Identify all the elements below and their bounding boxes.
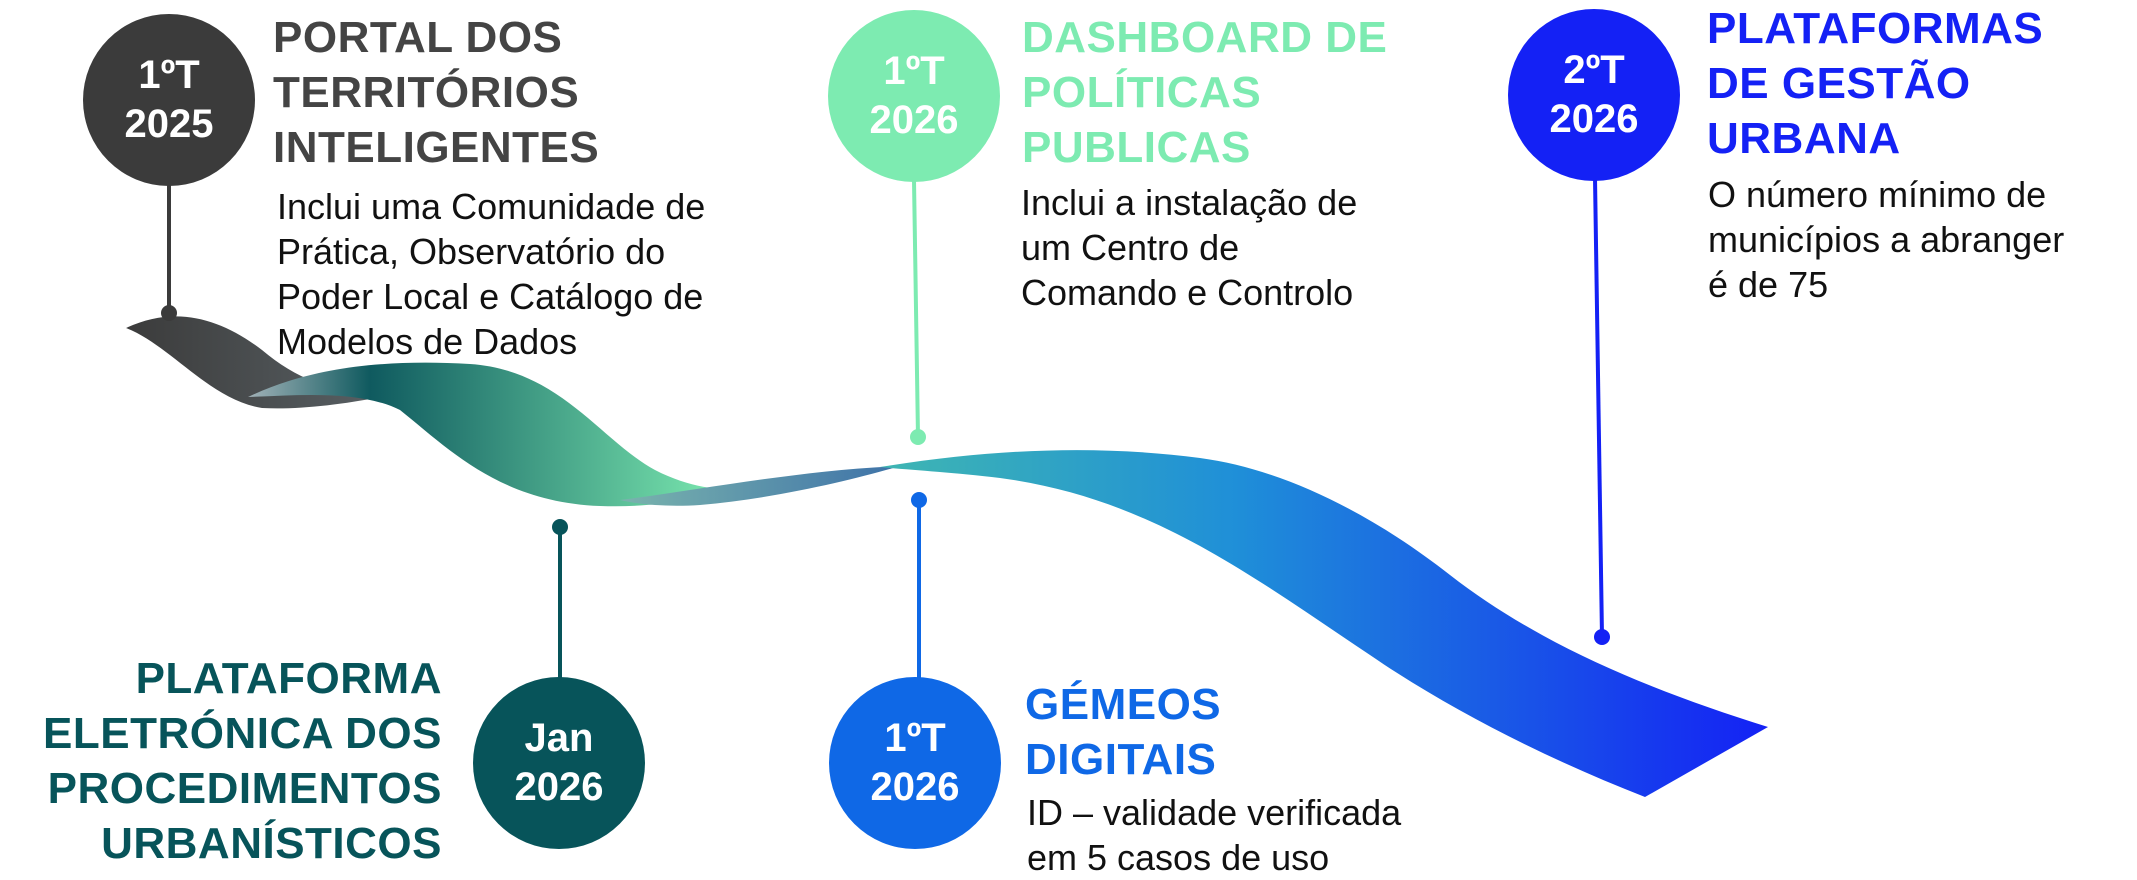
date-badge-portal-line2: 2025: [124, 102, 214, 146]
desc-line: Comando e Controlo: [1021, 272, 1354, 313]
milestone-desc-dashboard: Inclui a instalação de um Centro de Coma…: [1021, 180, 1357, 315]
connector-dot-gemeos: [911, 492, 927, 508]
connector-dot-plataformas-gestao: [1594, 629, 1610, 645]
title-line: GÉMEOS: [1025, 680, 1222, 729]
ribbon-segment-teal: [248, 362, 740, 507]
milestone-title-portal: PORTAL DOS TERRITÓRIOS INTELIGENTES: [273, 10, 599, 175]
title-line: PLATAFORMA: [135, 654, 442, 703]
date-badge-portal-line1: 1ºT: [138, 53, 200, 98]
date-badge-plataforma-eletronica: Jan 2026: [473, 677, 645, 849]
desc-line: Inclui a instalação de: [1021, 182, 1358, 223]
desc-line: Poder Local e Catálogo de: [277, 276, 704, 317]
desc-line: ID – validade verificada: [1027, 792, 1402, 833]
desc-line: municípios a abranger: [1708, 219, 2065, 260]
date-badge-dashboard-line2: 2026: [869, 98, 959, 142]
title-line: DIGITAIS: [1025, 735, 1217, 784]
title-line: POLÍTICAS: [1022, 68, 1262, 117]
title-line: PUBLICAS: [1022, 123, 1251, 172]
title-line: INTELIGENTES: [273, 123, 600, 172]
milestone-title-plataforma-eletronica: PLATAFORMA ELETRÓNICA DOS PROCEDIMENTOS …: [0, 651, 442, 871]
title-line: PORTAL DOS: [273, 13, 563, 62]
date-badge-dashboard-line1: 1ºT: [883, 49, 945, 94]
date-badge-plataformas-gestao-line2: 2026: [1549, 97, 1639, 141]
title-line: PROCEDIMENTOS: [47, 764, 442, 813]
title-line: DE GESTÃO: [1707, 59, 1971, 108]
desc-line: um Centro de: [1021, 227, 1240, 268]
date-badge-plataforma-eletronica-line2: 2026: [514, 765, 604, 809]
milestone-desc-gemeos: ID – validade verificada em 5 casos de u…: [1027, 790, 1401, 880]
desc-line: Inclui uma Comunidade de: [277, 186, 706, 227]
date-badge-plataforma-eletronica-line1: Jan: [524, 716, 594, 761]
desc-line: Prática, Observatório do: [277, 231, 666, 272]
ribbon-segment-blue: [880, 450, 1768, 797]
connector-plataformas-gestao: [1593, 177, 1604, 638]
connector-dashboard: [912, 179, 920, 438]
title-line: TERRITÓRIOS: [273, 68, 580, 117]
title-line: ELETRÓNICA DOS: [43, 709, 442, 758]
desc-line: em 5 casos de uso: [1027, 837, 1330, 878]
date-badge-plataformas-gestao-line1: 2ºT: [1563, 48, 1625, 93]
milestone-desc-plataformas-gestao: O número mínimo de municípios a abranger…: [1708, 172, 2064, 307]
desc-line: Modelos de Dados: [277, 321, 578, 362]
date-badge-gemeos: 1ºT 2026: [829, 677, 1001, 849]
desc-line: é de 75: [1708, 264, 1829, 305]
connector-dot-plataforma-eletronica: [552, 519, 568, 535]
date-badge-plataformas-gestao: 2ºT 2026: [1508, 9, 1680, 181]
ribbon-segment-dark: [126, 316, 400, 409]
date-badge-gemeos-line1: 1ºT: [884, 716, 946, 761]
title-line: PLATAFORMAS: [1707, 4, 2044, 53]
ribbon-segment-mint: [620, 466, 900, 506]
title-line: URBANA: [1707, 114, 1901, 163]
desc-line: O número mínimo de: [1708, 174, 2047, 215]
date-badge-gemeos-line2: 2026: [870, 765, 960, 809]
date-badge-portal: 1ºT 2025: [83, 14, 255, 186]
milestone-title-plataformas-gestao: PLATAFORMAS DE GESTÃO URBANA: [1707, 1, 2043, 166]
date-badge-dashboard: 1ºT 2026: [828, 10, 1000, 182]
milestone-desc-portal: Inclui uma Comunidade de Prática, Observ…: [277, 184, 705, 364]
milestone-title-dashboard: DASHBOARD DE POLÍTICAS PUBLICAS: [1022, 10, 1387, 175]
title-line: URBANÍSTICOS: [101, 819, 442, 868]
connector-dot-dashboard: [910, 429, 926, 445]
connector-dot-portal: [161, 305, 177, 321]
milestone-title-gemeos: GÉMEOS DIGITAIS: [1025, 677, 1221, 787]
title-line: DASHBOARD DE: [1022, 13, 1388, 62]
